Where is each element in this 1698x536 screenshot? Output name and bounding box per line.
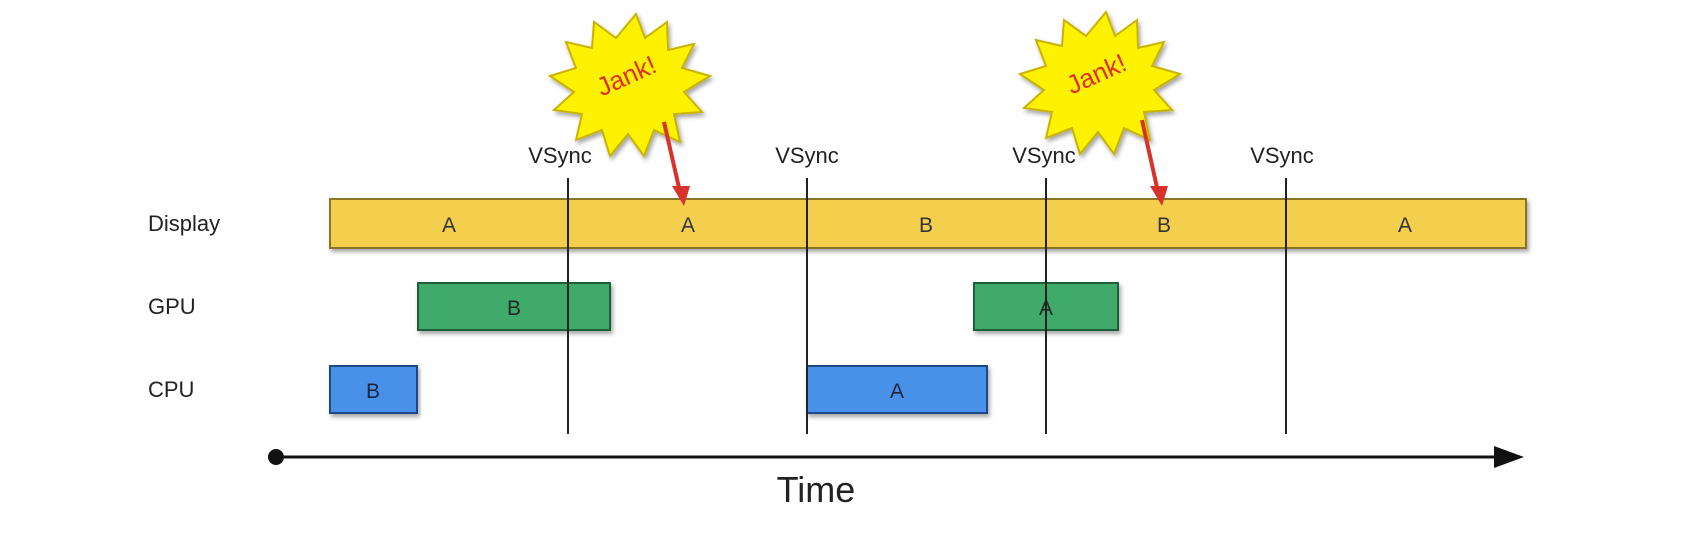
time-axis: Time [268, 446, 1524, 510]
row-label-display: Display [148, 211, 220, 236]
display-track: A A B B A [329, 198, 1527, 249]
row-label-cpu: CPU [148, 377, 194, 402]
display-frame-label: B [1157, 214, 1171, 237]
cpu-block-label: A [890, 380, 904, 403]
vsync-label: VSync [1250, 143, 1314, 168]
gpu-block-label: B [507, 297, 521, 320]
vsync-markers: VSync VSync VSync VSync [528, 143, 1314, 434]
cpu-block-label: B [366, 380, 380, 403]
vsync-label: VSync [1012, 143, 1076, 168]
time-axis-label: Time [777, 469, 856, 510]
display-frame-label: A [1398, 214, 1412, 237]
jank-callout: Jank! [1017, 10, 1183, 206]
display-bar [329, 198, 1527, 249]
jank-starburst [547, 12, 713, 159]
row-label-gpu: GPU [148, 294, 196, 319]
jank-arrow [1140, 119, 1160, 193]
display-frame-label: B [919, 214, 933, 237]
gpu-block: B [417, 282, 611, 331]
cpu-block: B [329, 365, 418, 414]
display-frame-label: A [681, 214, 695, 237]
jank-starburst [1017, 10, 1183, 157]
jank-arrow [662, 121, 682, 193]
jank-callout: Jank! [547, 12, 713, 206]
time-axis-arrowhead [1494, 446, 1524, 468]
vsync-label: VSync [775, 143, 839, 168]
display-frame-label: A [442, 214, 456, 237]
vsync-label: VSync [528, 143, 592, 168]
cpu-block: A [806, 365, 988, 414]
